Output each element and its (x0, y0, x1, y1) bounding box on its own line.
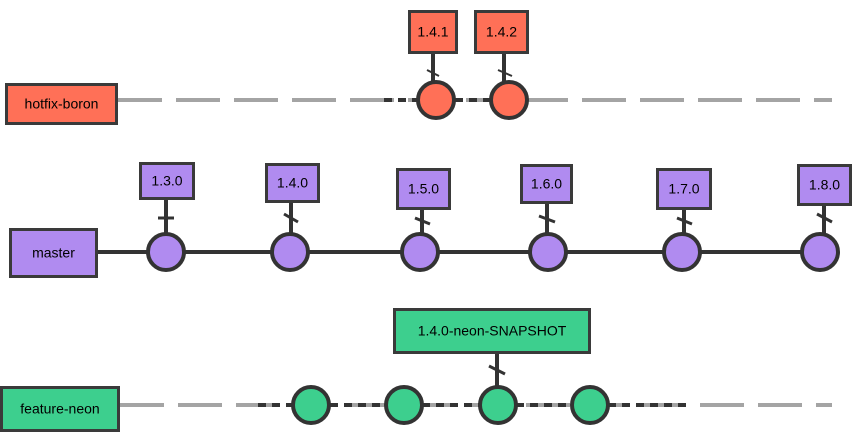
commit-node[interactable] (291, 385, 331, 425)
commit-node[interactable] (146, 232, 186, 272)
feature-branch-label-fill (3, 389, 117, 429)
tag-label: 1.8.0 (809, 177, 840, 193)
tag-label: 1.4.1 (417, 24, 448, 40)
tag-fill (659, 171, 709, 207)
tag-connector-tick (283, 212, 299, 224)
tag-fill (268, 166, 317, 200)
tag-connector-tick (426, 69, 440, 77)
commit-node[interactable] (478, 385, 518, 425)
commit-node[interactable] (270, 232, 310, 272)
tag-fill (411, 13, 455, 51)
commit-node[interactable] (384, 385, 424, 425)
branch-hotfix: hotfix-boron 1.4.1 1.4.2 (5, 10, 832, 125)
tag-connector-tick (488, 364, 506, 376)
hotfix-branch-label: hotfix-boron (25, 96, 99, 112)
master-commit-3[interactable]: 1.5.0 (396, 168, 451, 272)
hotfix-branch-label-fill (8, 86, 115, 122)
hotfix-commit-1[interactable]: 1.4.1 (408, 10, 458, 120)
branch-feature: feature-neon 1.4.0-neon-SNAPSHOT (0, 308, 832, 432)
master-commit-1[interactable]: 1.3.0 (139, 162, 195, 272)
tag-label: 1.4.2 (486, 24, 517, 40)
feature-commit-1[interactable] (291, 385, 331, 425)
commit-node[interactable] (800, 232, 840, 272)
tag-fill (399, 171, 448, 207)
master-commit-6[interactable]: 1.8.0 (797, 164, 852, 272)
master-commit-4[interactable]: 1.6.0 (520, 164, 573, 272)
tag-label: 1.4.0 (277, 175, 308, 191)
feature-commit-2[interactable] (384, 385, 424, 425)
master-branch-label: master (32, 245, 75, 261)
hotfix-commit-2[interactable]: 1.4.2 (474, 10, 529, 120)
tag-connector-tick (497, 69, 513, 77)
commit-node[interactable] (400, 232, 440, 272)
master-commit-2[interactable]: 1.4.0 (265, 163, 320, 272)
commit-node[interactable] (528, 232, 568, 272)
feature-branch-label: feature-neon (20, 401, 99, 417)
tag-label: 1.6.0 (531, 176, 562, 192)
master-commit-5[interactable]: 1.7.0 (656, 168, 712, 272)
master-branch-label-fill (12, 231, 95, 275)
commit-node[interactable] (662, 232, 702, 272)
tag-connector-tick (538, 214, 556, 224)
tag-connector-tick (414, 216, 431, 226)
tag-connector-tick (676, 216, 693, 226)
tag-fill (477, 13, 526, 51)
tag-label: 1.5.0 (408, 181, 439, 197)
tag-label: 1.7.0 (668, 181, 699, 197)
commit-node[interactable] (489, 80, 529, 120)
branch-master: master 1.3.0 1.4.0 1.5.0 (9, 162, 852, 278)
commit-node[interactable] (570, 385, 610, 425)
tag-label: 1.4.0-neon-SNAPSHOT (418, 323, 567, 339)
commit-node[interactable] (416, 80, 456, 120)
tag-fill (142, 165, 192, 197)
tag-fill (523, 167, 570, 201)
tag-label: 1.3.0 (151, 173, 182, 189)
tag-connector-tick (816, 212, 833, 224)
tag-fill (800, 167, 849, 203)
tag-fill (396, 311, 588, 351)
feature-commit-3[interactable]: 1.4.0-neon-SNAPSHOT (393, 308, 591, 425)
feature-commit-4[interactable] (570, 385, 610, 425)
